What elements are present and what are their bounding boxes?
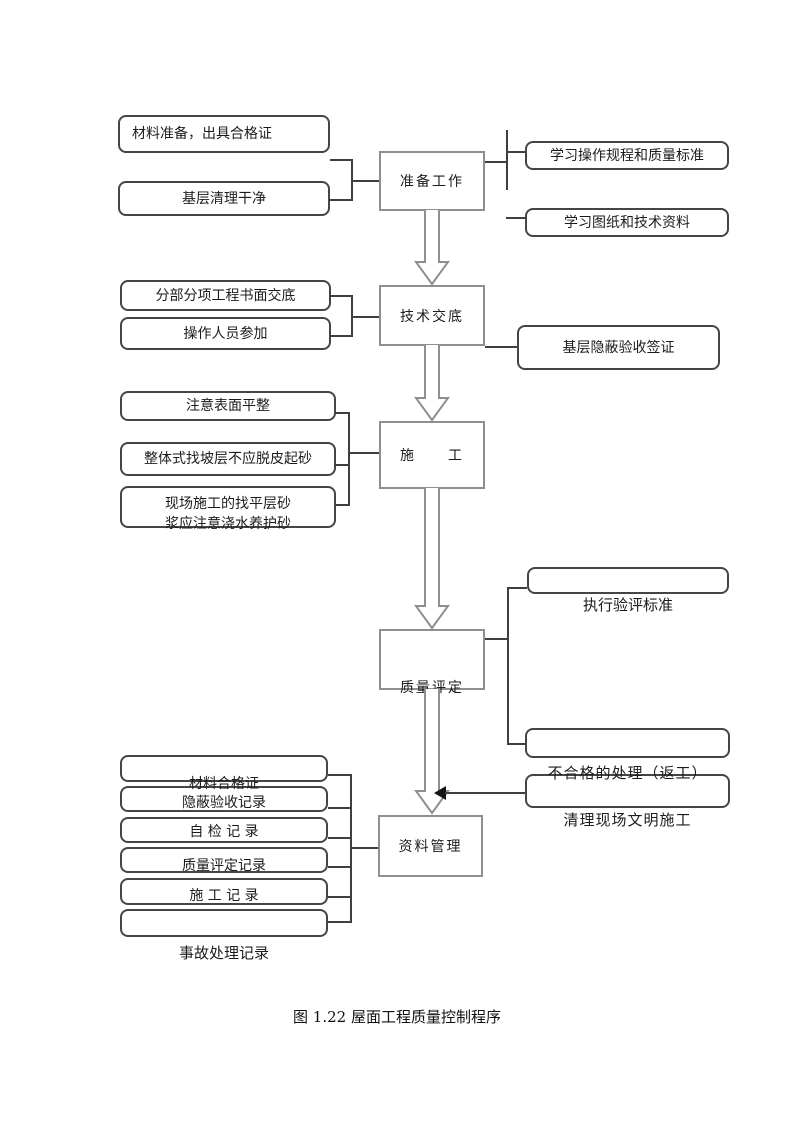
record-label: 自 检 记 录 [189,824,259,840]
connector-line [348,412,350,506]
box-technical-disclosure: 技术交底 [379,285,485,346]
left-arrowhead-icon [434,786,446,800]
connector-line [330,159,351,161]
connector-line [506,130,508,190]
connector-line [351,295,353,337]
connector-line [485,161,506,163]
record-label: 隐蔽验收记录 [182,795,266,811]
record-label: 施 工 记 录 [189,888,259,904]
note-empty-box [525,728,730,758]
connector-line [330,199,351,201]
stage-title: 技术交底 [400,308,464,325]
connector-line [507,587,527,589]
record-label: 材料合格证 [189,776,259,792]
connector-line [485,346,517,348]
note-concealed-acceptance: 基层隐蔽验收签证 [517,325,720,370]
note-text: 注意表面平整 [186,398,270,414]
down-arrow [414,210,450,286]
note-curing-text: 现场施工的找平层砂 浆应注意浇水养护砂 [120,494,336,534]
record-box [120,847,328,873]
connector-line [335,464,348,466]
note-rework-box [525,774,730,808]
note-text: 操作人员参加 [183,325,268,342]
note-surface-flat: 注意表面平整 [120,391,336,421]
note-text: 基层隐蔽验收签证 [562,339,675,356]
figure-caption: 图 1.22 屋面工程质量控制程序 [293,1008,501,1026]
record-box [120,786,328,812]
box-data-management: 资料管理 [378,815,483,877]
box-quality-assessment: 质量评定 [379,629,485,696]
stage-title: 准备工作 [400,174,464,190]
connector-line [506,217,525,219]
connector-line [348,452,379,454]
note-text: 基层清理干净 [182,190,266,207]
note-curing-box [120,486,336,528]
down-arrow [414,488,450,630]
stage-title: 施 工 [400,448,464,464]
connector-line [335,504,348,506]
note-text: 学习操作规程和质量标准 [550,147,704,164]
box-prepare-work: 准备工作 [379,151,485,211]
connector-line [328,921,350,923]
connector-line [350,774,352,923]
note-operators-participate: 操作人员参加 [120,317,331,350]
connector-line [328,807,350,809]
connector-line [507,587,509,745]
box-construction: 施 工 [379,421,485,489]
note-written-disclosure: 分部分项工程书面交底 [120,280,331,311]
note-material-ready: 材料准备，出具合格证 [118,115,330,153]
record-box [120,817,328,843]
note-text: 学习图纸和技术资料 [564,214,690,231]
note-text-line2: 浆应注意浇水养护砂 [165,516,291,532]
stage-title: 资料管理 [398,839,463,855]
connector-line [328,866,350,868]
note-learn-procedures: 学习操作规程和质量标准 [525,141,729,170]
stage-title: 质量评定 [400,680,464,696]
note-text: 分部分项工程书面交底 [155,287,296,304]
record-label: 事故处理记录 [178,944,269,962]
record-box [120,909,328,937]
connector-line [328,774,350,776]
label-rework: 不合格的处理（返工） [547,764,708,782]
connector-line [351,180,379,182]
label-standard: 执行验评标准 [582,596,673,614]
note-learn-drawings: 学习图纸和技术资料 [525,208,729,237]
connector-line [330,335,351,337]
note-standard-box [527,567,729,594]
note-text: 材料准备，出具合格证 [132,126,272,142]
connector-line [506,151,525,153]
record-box [120,878,328,905]
down-arrow [414,345,450,422]
note-text: 整体式找坡层不应脱皮起砂 [144,451,312,467]
connector-line [485,638,507,640]
connector-line [335,412,348,414]
connector-line [328,896,350,898]
connector-line [351,159,353,201]
connector-line [350,847,378,849]
connector-line [330,295,351,297]
record-label: 质量评定记录 [182,858,266,874]
label-cleanup: 清理现场文明施工 [563,811,692,829]
note-text-line1: 现场施工的找平层砂 [165,496,291,512]
connector-line [507,743,525,745]
note-base-clean: 基层清理干净 [118,181,330,216]
connector-line [445,792,525,794]
connector-line [328,837,350,839]
connector-line [351,316,379,318]
note-no-peeling: 整体式找坡层不应脱皮起砂 [120,442,336,476]
record-box [120,755,328,782]
